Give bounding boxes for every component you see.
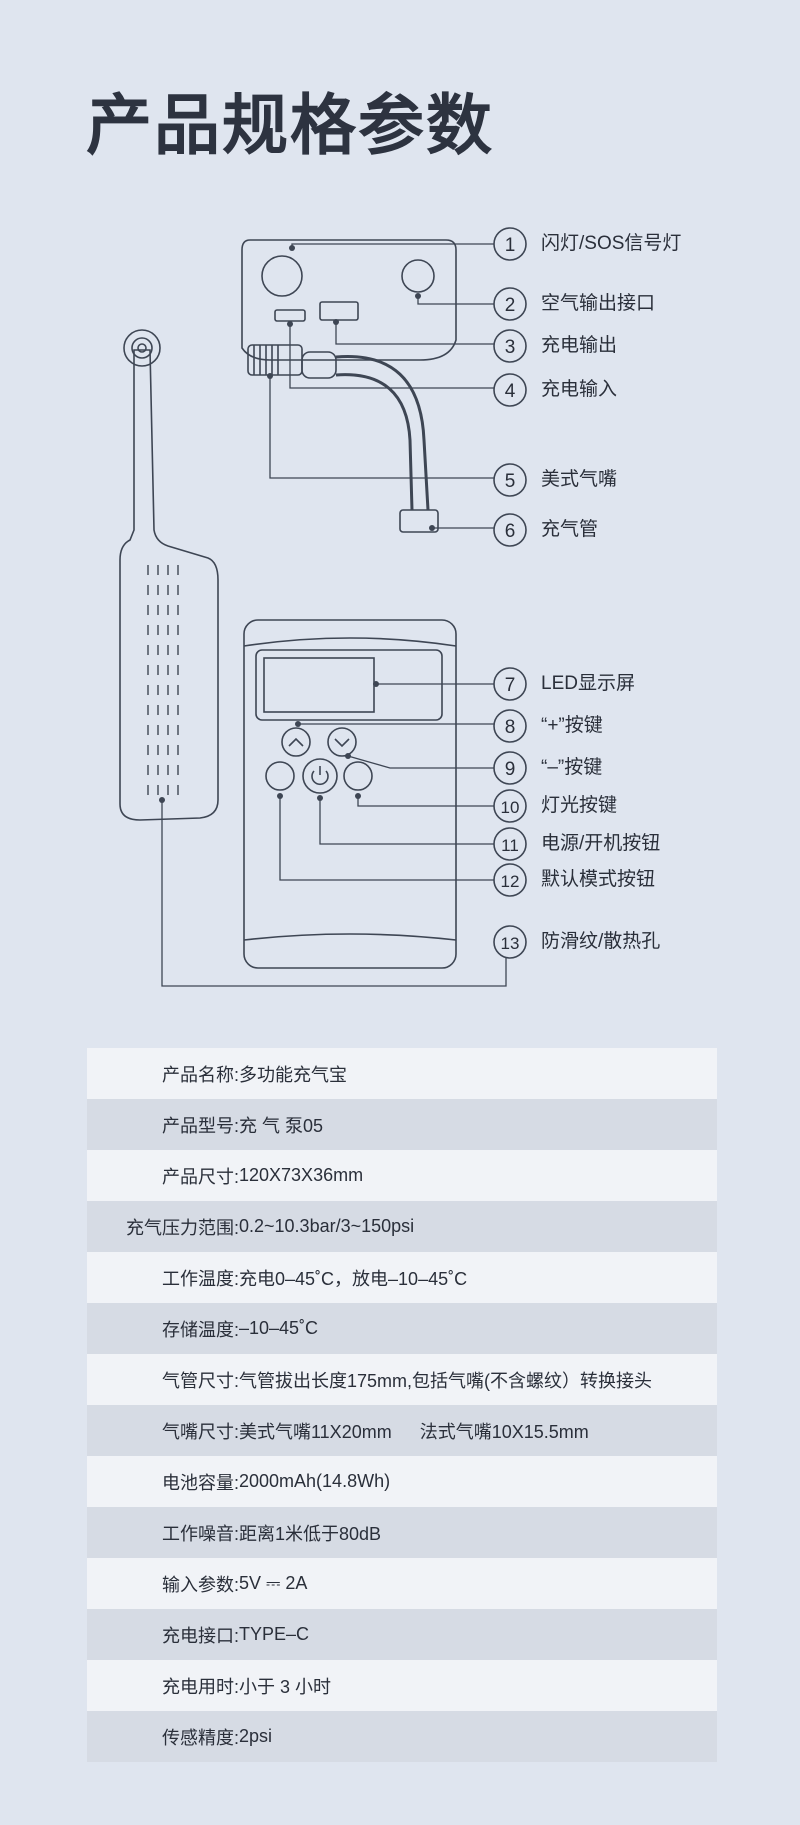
product-line-drawing: 1 2 3 4 5 6 7 8 9 10 11 12 13 — [119, 227, 527, 987]
front-view-outline — [243, 619, 457, 969]
callout-label-13: 防滑纹/散热孔 — [541, 931, 661, 952]
table-row: 工作噪音: 距离1米低于80dB — [87, 1507, 717, 1558]
callout-label-3: 充电输出 — [541, 335, 618, 356]
air-outlet-icon — [401, 259, 435, 293]
spec-value: 充电0–45˚C，放电–10–45˚C — [239, 1268, 468, 1289]
page-title: 产品规格参数 — [86, 88, 494, 162]
spec-key: 充电接口: — [161, 1625, 239, 1646]
callout-number-5: 5 — [505, 471, 516, 492]
callout-label-11: 电源/开机按钮 — [541, 833, 661, 854]
spec-value: 5V ⎓ 2A — [239, 1573, 308, 1593]
charge-output-port — [319, 301, 359, 321]
spec-key: 产品名称: — [161, 1064, 239, 1085]
flash-light-icon — [261, 255, 303, 297]
callout-label-1: 闪灯/SOS信号灯 — [541, 233, 682, 254]
spec-key: 存储温度: — [161, 1319, 239, 1340]
spec-key: 气管尺寸: — [161, 1370, 239, 1391]
spec-key: 充电用时: — [161, 1676, 239, 1697]
table-row: 输入参数: 5V ⎓ 2A — [87, 1558, 717, 1609]
callout-number-1: 1 — [505, 235, 516, 256]
spec-key: 工作噪音: — [161, 1523, 239, 1544]
table-row: 产品名称: 多功能充气宝 — [87, 1048, 717, 1099]
table-row: 充电用时: 小于 3 小时 — [87, 1660, 717, 1711]
spec-value: 小于 3 小时 — [239, 1676, 332, 1697]
spec-value: 0.2~10.3bar/3~150psi — [239, 1216, 415, 1236]
callout-number-3: 3 — [505, 337, 516, 358]
table-row: 存储温度: –10–45˚C — [87, 1303, 717, 1354]
callout-label-4: 充电输入 — [541, 379, 618, 400]
table-row: 传感精度: 2psi — [87, 1711, 717, 1762]
spec-value-part2: 法式气嘴10X15.5mm — [419, 1421, 589, 1442]
side-view-outline — [119, 349, 219, 821]
spec-value: 气管拔出长度175mm,包括气嘴(不含螺纹）转换接头 — [239, 1370, 653, 1391]
spec-value: 2000mAh(14.8Wh) — [239, 1471, 391, 1491]
callout-label-7: LED显示屏 — [541, 673, 635, 694]
callout-number-7: 7 — [505, 675, 516, 696]
callout-label-2: 空气输出接口 — [541, 293, 656, 314]
spec-key: 工作温度: — [161, 1268, 239, 1289]
mode-button — [265, 761, 295, 791]
callout-label-9: “–”按键 — [541, 757, 603, 778]
spec-key: 产品尺寸: — [161, 1166, 239, 1187]
callout-number-4: 4 — [505, 381, 516, 402]
spec-key: 传感精度: — [161, 1727, 239, 1748]
table-row: 充气压力范围: 0.2~10.3bar/3~150psi — [87, 1201, 717, 1252]
table-row: 气管尺寸: 气管拔出长度175mm,包括气嘴(不含螺纹）转换接头 — [87, 1354, 717, 1405]
callout-number-9: 9 — [505, 759, 516, 780]
spec-value-part1: 美式气嘴11X20mm — [239, 1421, 392, 1442]
charge-input-port — [274, 309, 306, 322]
table-row: 工作温度: 充电0–45˚C，放电–10–45˚C — [87, 1252, 717, 1303]
spec-value: 2psi — [239, 1726, 273, 1746]
vent-holes — [147, 565, 179, 795]
spec-key: 气嘴尺寸: — [161, 1421, 239, 1442]
callout-number-8: 8 — [505, 717, 516, 738]
minus-button — [327, 727, 357, 757]
callout-label-5: 美式气嘴 — [541, 469, 618, 490]
spec-value: TYPE–C — [239, 1624, 310, 1644]
spec-value: 多功能充气宝 — [239, 1064, 347, 1085]
table-row: 气嘴尺寸: 美式气嘴11X20mm 法式气嘴10X15.5mm — [87, 1405, 717, 1456]
spec-table: 产品名称: 多功能充气宝 产品型号: 充 气 泵05 产品尺寸: 120X73X… — [87, 1048, 717, 1762]
table-row: 电池容量: 2000mAh(14.8Wh) — [87, 1456, 717, 1507]
power-button — [302, 758, 338, 794]
table-row: 产品型号: 充 气 泵05 — [87, 1099, 717, 1150]
callout-number-13: 13 — [501, 934, 520, 953]
callout-number-10: 10 — [501, 798, 520, 817]
callout-number-6: 6 — [505, 521, 516, 542]
valve-nozzle-icon — [247, 344, 337, 379]
product-diagram: 1 2 3 4 5 6 7 8 9 10 11 12 13 闪灯/SOS信号灯 … — [0, 200, 800, 1010]
callout-label-8: “+”按键 — [541, 715, 603, 736]
led-screen-frame — [255, 649, 443, 721]
callout-number-12: 12 — [501, 872, 520, 891]
spec-key: 电池容量: — [161, 1472, 239, 1493]
led-screen — [263, 657, 375, 713]
light-button — [343, 761, 373, 791]
callout-number-2: 2 — [505, 295, 516, 316]
callout-circles — [493, 227, 527, 959]
callout-label-10: 灯光按键 — [541, 795, 618, 816]
spec-key: 充气压力范围: — [125, 1217, 239, 1238]
spec-value: 充 气 泵05 — [239, 1115, 324, 1136]
callout-label-12: 默认模式按钮 — [541, 869, 656, 890]
hose — [335, 354, 430, 511]
callout-number-11: 11 — [501, 836, 519, 855]
table-row: 产品尺寸: 120X73X36mm — [87, 1150, 717, 1201]
table-row: 充电接口: TYPE–C — [87, 1609, 717, 1660]
spec-value: 美式气嘴11X20mm 法式气嘴10X15.5mm — [239, 1418, 589, 1444]
spec-value: –10–45˚C — [239, 1318, 319, 1338]
spec-value: 距离1米低于80dB — [239, 1523, 382, 1544]
plus-button — [281, 727, 311, 757]
spec-key: 输入参数: — [161, 1574, 239, 1595]
gauge-head — [123, 329, 161, 367]
spec-value: 120X73X36mm — [239, 1165, 364, 1185]
callout-label-6: 充气管 — [541, 519, 599, 540]
spec-key: 产品型号: — [161, 1115, 239, 1136]
